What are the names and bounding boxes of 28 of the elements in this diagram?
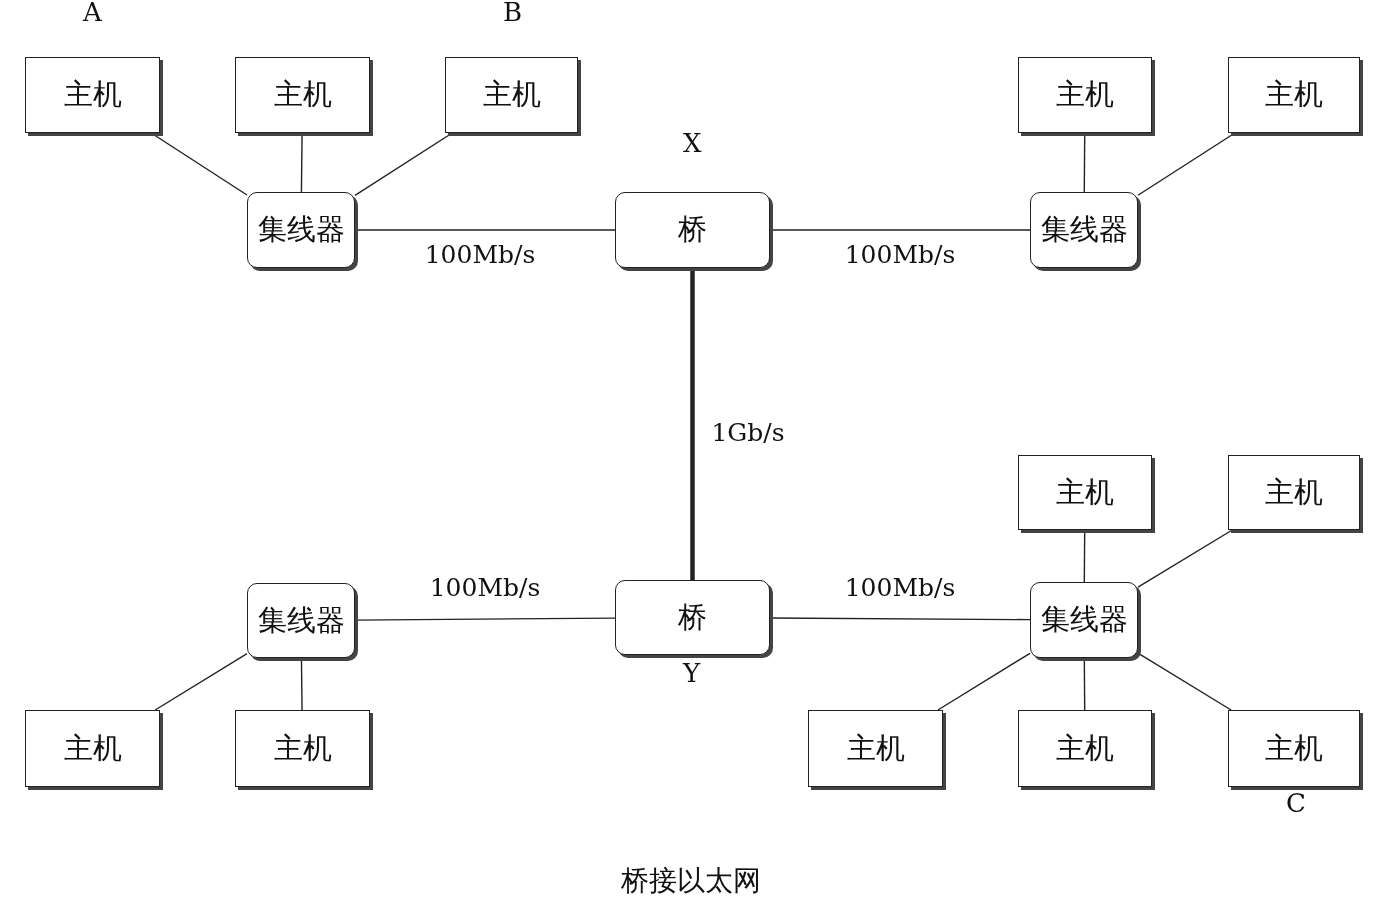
bridge-box: 桥 xyxy=(615,580,770,655)
host-box: 主机 xyxy=(25,57,160,133)
host-box: 主机 xyxy=(1228,710,1360,787)
host-box: 主机 xyxy=(445,57,578,133)
host-box: 主机 xyxy=(1018,57,1152,133)
bridge-box: 桥 xyxy=(615,192,770,268)
connector-line xyxy=(690,268,695,580)
connector-line xyxy=(937,652,1031,711)
host-box: 主机 xyxy=(1018,710,1152,787)
host-box: 主机 xyxy=(235,710,370,787)
host-box: 主机 xyxy=(1228,455,1360,530)
host-box: 主机 xyxy=(1018,455,1152,530)
hub-box: 集线器 xyxy=(247,192,355,268)
host-box: 主机 xyxy=(25,710,160,787)
node-letter: C xyxy=(1286,788,1306,818)
node-letter: X xyxy=(683,128,702,158)
node-letter: A xyxy=(83,0,102,27)
host-box: 主机 xyxy=(1228,57,1360,133)
node-letter: Y xyxy=(683,658,701,688)
connector-line xyxy=(154,652,248,711)
hub-box: 集线器 xyxy=(1030,192,1138,268)
node-letter: B xyxy=(503,0,523,27)
hub-box: 集线器 xyxy=(1030,582,1138,658)
host-box: 主机 xyxy=(235,57,370,133)
caption: 桥接以太网 xyxy=(621,864,761,897)
connector-line xyxy=(1137,529,1233,588)
host-box: 主机 xyxy=(808,710,943,787)
hub-box: 集线器 xyxy=(247,583,355,658)
